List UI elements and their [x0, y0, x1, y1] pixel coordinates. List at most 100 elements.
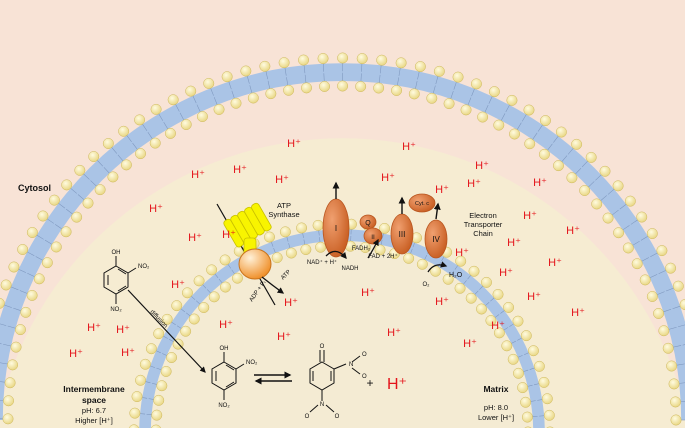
intermembrane-ph: pH: 6.7 [82, 406, 106, 415]
lipid-head [315, 241, 327, 253]
fadh2-arrow [367, 238, 379, 259]
proton-marker: H⁺ [435, 296, 449, 308]
lipid-head [492, 288, 504, 300]
complex-iii-label: III [399, 230, 406, 239]
lipid-head [528, 345, 539, 357]
lipid-head [300, 244, 312, 255]
intermembrane-concentration: Higher [H⁺] [75, 416, 113, 425]
lipid-head [579, 185, 591, 196]
mol2-oh: OH [220, 346, 229, 352]
dnp-molecule-matrix [211, 352, 245, 400]
equilibrium-arrows [254, 371, 292, 385]
lipid-head [153, 394, 165, 406]
lipid-head [454, 282, 466, 294]
lipid-head [150, 424, 162, 428]
outer-membrane [0, 52, 685, 426]
mol2-no2-top: NO₂ [246, 360, 258, 366]
lipid-head [71, 211, 83, 223]
lipid-head [395, 57, 407, 69]
lipid-head [376, 54, 388, 66]
matrix-ph: pH: 8.0 [484, 403, 508, 412]
lipid-head [296, 222, 308, 234]
lipid-head [493, 327, 505, 339]
lipid-head [613, 227, 625, 239]
lipid-head [15, 324, 26, 336]
lipid-head [679, 299, 685, 310]
lipid-head [443, 98, 455, 110]
lipid-head [3, 395, 15, 407]
proton-marker: H⁺ [87, 322, 101, 334]
complex-iv [424, 219, 448, 259]
lipid-head [359, 242, 371, 253]
lipid-head [624, 195, 636, 207]
complex-i-label: I [335, 224, 337, 233]
lipid-head [488, 86, 500, 98]
diffusion-arrow [127, 289, 206, 373]
lipid-head [82, 197, 94, 209]
dnp-anion-molecule [309, 350, 361, 413]
proton-marker: H⁺ [463, 338, 477, 350]
lipid-head [285, 247, 297, 259]
lipid-head [602, 212, 614, 224]
proton-marker: H⁺ [467, 178, 481, 190]
lipid-head [426, 92, 438, 104]
mol3-o-right: O [335, 414, 340, 420]
lipid-head [129, 407, 141, 419]
lipid-head [48, 194, 60, 206]
inner-membrane [128, 218, 555, 428]
lipid-head [188, 313, 200, 325]
electron-transport-chain [322, 181, 448, 273]
dnp-molecule-intermembrane [103, 256, 137, 304]
lipid-head [538, 148, 550, 160]
lipid-head [283, 84, 295, 96]
lipid-head [181, 287, 193, 299]
mol3-o-left: O [305, 414, 310, 420]
lipid-head [10, 341, 22, 353]
matrix-concentration: Lower [H⁺] [478, 413, 514, 422]
fad-label: FAD + 2H⁺ [368, 253, 397, 260]
lipid-head [599, 165, 611, 177]
lipid-head [442, 273, 454, 285]
lipid-head [656, 245, 668, 257]
proton-marker: H⁺ [475, 160, 489, 172]
proton-marker: H⁺ [566, 225, 580, 237]
lipid-head [165, 127, 176, 139]
proton-marker: H⁺ [491, 320, 505, 332]
lipid-head [507, 353, 519, 365]
cyt-c-label: Cyt. c [415, 201, 429, 207]
lipid-head [523, 104, 535, 116]
lipid-head [379, 222, 390, 234]
lipid-head [337, 80, 349, 92]
lipid-head [665, 262, 677, 274]
complex-iv-proton-arrow [433, 202, 441, 220]
lipid-head [591, 198, 603, 210]
lipid-head [521, 411, 533, 423]
lipid-head [646, 228, 658, 240]
lipid-head [7, 359, 19, 371]
proton-marker: H⁺ [171, 279, 185, 291]
lipid-head [646, 291, 658, 302]
lipid-head [493, 119, 505, 131]
lipid-head [520, 396, 532, 408]
lipid-head [524, 138, 536, 150]
lipid-head [658, 325, 670, 337]
lipid-head [301, 82, 312, 94]
atp-synthase-label-line1: ATP [277, 201, 291, 210]
lipid-head [208, 291, 220, 303]
lipid-head [61, 179, 73, 191]
proton-marker: H⁺ [222, 229, 236, 241]
lipid-head [355, 81, 367, 92]
lipid-head [465, 292, 477, 304]
lipid-head [135, 374, 146, 386]
lipid-head [198, 302, 210, 313]
lipid-head [503, 301, 515, 313]
lipid-head [512, 315, 524, 327]
lipid-head [139, 358, 151, 370]
proton-marker: H⁺ [523, 210, 537, 222]
lipid-head [555, 126, 567, 138]
lipid-head [20, 306, 32, 318]
lipid-head [219, 254, 231, 266]
lipid-head [88, 151, 100, 162]
lipid-head [230, 97, 242, 109]
